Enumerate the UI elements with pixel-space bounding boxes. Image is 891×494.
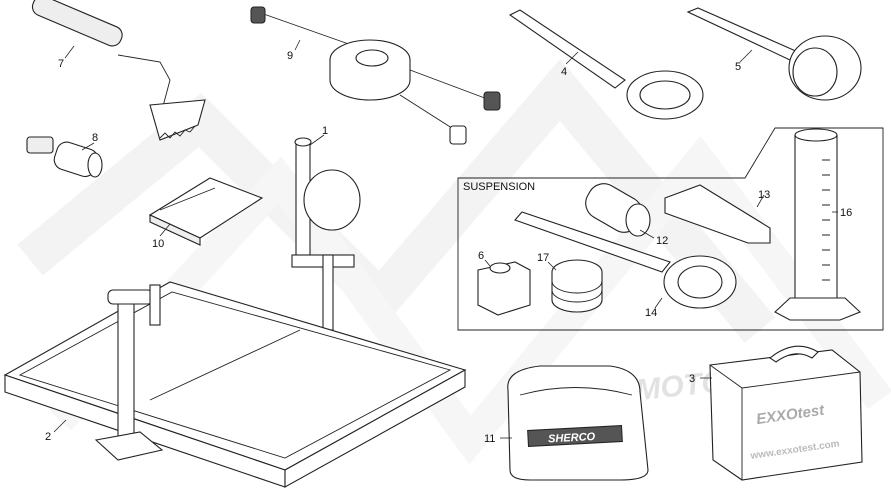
callout-9: 9	[287, 50, 293, 62]
part-3-case: EXXOtest www.exxotest.com	[709, 345, 863, 481]
bag-brand-text: SHERCO	[548, 431, 596, 445]
part-7-tool	[31, 0, 206, 141]
part-9-tool	[250, 6, 501, 145]
part-13-plate	[664, 184, 771, 244]
callout-13: 13	[758, 189, 770, 201]
part-16-cylinder	[774, 128, 862, 321]
part-12-cylinder	[585, 183, 651, 237]
part-17-sleeve	[551, 259, 603, 313]
callout-6: 6	[478, 250, 484, 262]
callout-7: 7	[58, 58, 64, 70]
callout-17: 17	[537, 252, 549, 264]
part-11-bag: SHERCO	[507, 365, 649, 481]
part-4-spanner	[508, 9, 704, 120]
part-10-manual	[148, 177, 264, 246]
callout-5: 5	[735, 61, 741, 73]
part-2-tray	[3, 281, 467, 488]
callout-16: 16	[840, 207, 852, 219]
part-1-stand	[291, 137, 361, 331]
callout-8: 8	[92, 132, 98, 144]
callout-12: 12	[656, 235, 668, 247]
callout-2: 2	[45, 431, 51, 443]
callout-1: 1	[322, 125, 328, 137]
part-8-adapter	[26, 136, 103, 178]
callout-14: 14	[645, 307, 657, 319]
leader-lines	[53, 39, 838, 439]
suspension-box: SUSPENSION	[457, 127, 884, 331]
part-14-spanner	[514, 211, 737, 309]
callout-10: 10	[152, 238, 164, 250]
part-5-tool	[686, 7, 862, 101]
callout-3: 3	[689, 373, 695, 385]
part-6-block	[477, 261, 531, 316]
callouts: 7 8 9 4 5 10 1 2 3 11 6 17 12 13 14 16	[45, 50, 852, 445]
callout-4: 4	[561, 66, 567, 78]
section-label: SUSPENSION	[463, 181, 535, 193]
callout-11: 11	[484, 433, 495, 445]
